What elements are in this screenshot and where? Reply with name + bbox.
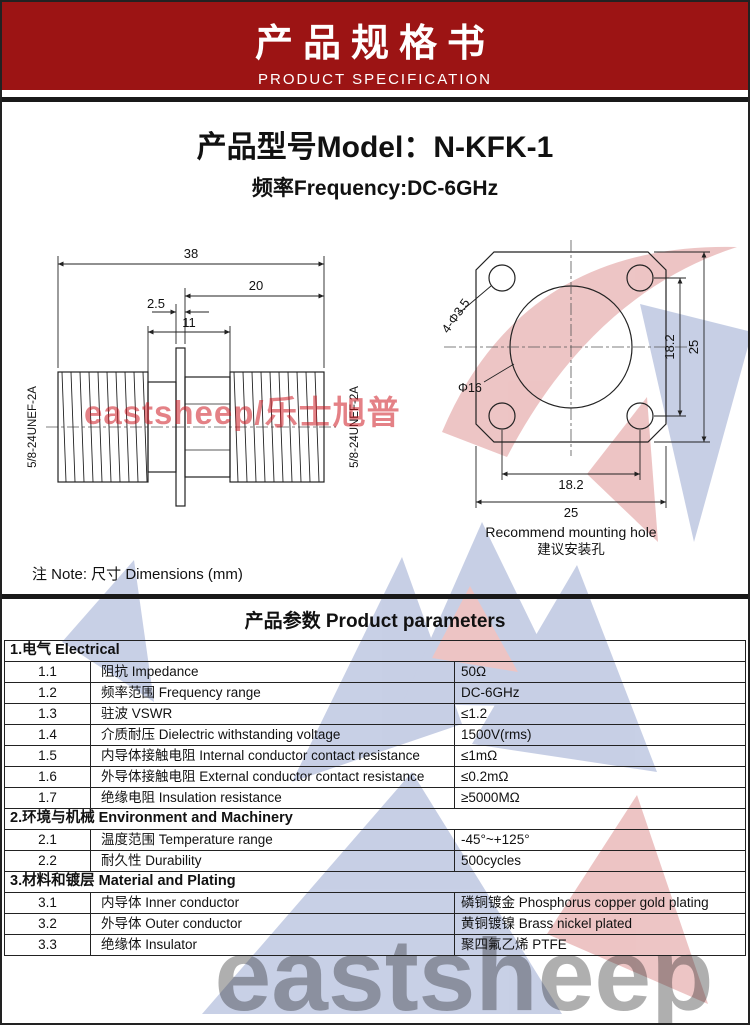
row-name: 驻波 VSWR — [90, 703, 455, 725]
row-value: -45°~+125° — [454, 829, 746, 851]
section-heading-cell: 3.材料和镀层 Material and Plating — [4, 871, 746, 893]
row-number: 3.3 — [4, 934, 91, 956]
row-number: 2.1 — [4, 829, 91, 851]
row-name: 频率范围 Frequency range — [90, 682, 455, 704]
parameters-divider — [2, 594, 748, 599]
dim-pitch-horizontal-label: 18.2 — [558, 477, 583, 492]
model-label: 产品型号Model： — [196, 131, 434, 164]
header-divider — [2, 97, 748, 102]
dim-2-5-label: 2.5 — [147, 296, 165, 311]
row-value: ≤1.2 — [454, 703, 746, 725]
mounting-flange-drawing: 4-Φ3.5 Φ16 18.2 25 18.2 25 Recommend mou… — [439, 240, 710, 557]
row-value: ≤0.2mΩ — [454, 766, 746, 788]
thread-spec-left-label: 5/8-24UNEF-2A — [27, 386, 39, 468]
section-heading-cell: 2.环境与机械 Environment and Machinery — [4, 808, 746, 830]
section-heading-cell: 1.电气 Electrical — [4, 640, 746, 662]
row-number: 1.2 — [4, 682, 91, 704]
connector-side-view-drawing: 38 20 2.5 11 5/8-24UNEF-2A 5/8-24UNEF-2A — [27, 246, 361, 507]
mounting-holes-callout: 4-Φ3.5 — [439, 296, 473, 336]
row-name: 外导体 Outer conductor — [90, 913, 455, 935]
mounting-caption-en: Recommend mounting hole — [485, 524, 656, 540]
row-value: 磷铜镀金 Phosphorus copper gold plating — [454, 892, 746, 914]
row-value: 1500V(rms) — [454, 724, 746, 746]
row-value: 黄铜镀镍 Brass nickel plated — [454, 913, 746, 935]
thread-spec-right-label: 5/8-24UNEF-2A — [349, 386, 361, 468]
row-name: 外导体接触电阻 External conductor contact resis… — [90, 766, 455, 788]
row-name: 温度范围 Temperature range — [90, 829, 455, 851]
row-number: 1.4 — [4, 724, 91, 746]
row-name: 内导体接触电阻 Internal conductor contact resis… — [90, 745, 455, 767]
page-title: 产品规格书 — [254, 23, 495, 65]
dim-20-label: 20 — [249, 278, 263, 293]
dim-size-horizontal-label: 25 — [564, 505, 578, 520]
row-value: ≥5000MΩ — [454, 787, 746, 809]
row-name: 介质耐压 Dielectric withstanding voltage — [90, 724, 455, 746]
flange-outline — [475, 251, 667, 443]
dim-11-label: 11 — [182, 315, 196, 330]
row-number: 3.2 — [4, 913, 91, 935]
page-subtitle: PRODUCT SPECIFICATION — [258, 71, 492, 88]
row-number: 1.5 — [4, 745, 91, 767]
row-number: 1.3 — [4, 703, 91, 725]
row-value: 500cycles — [454, 850, 746, 872]
row-name: 阻抗 Impedance — [90, 661, 455, 683]
row-value: 50Ω — [454, 661, 746, 683]
row-name: 绝缘体 Insulator — [90, 934, 455, 956]
row-number: 2.2 — [4, 850, 91, 872]
row-value: DC-6GHz — [454, 682, 746, 704]
frequency-value: DC-6GHz — [407, 177, 499, 200]
row-number: 3.1 — [4, 892, 91, 914]
row-number: 1.7 — [4, 787, 91, 809]
table-section-heading: 1.电气 Electrical — [4, 640, 746, 662]
row-value: 聚四氟乙烯 PTFE — [454, 934, 746, 956]
row-name: 耐久性 Durability — [90, 850, 455, 872]
model-line: 产品型号Model：N-KFK-1 — [2, 122, 748, 166]
header-banner: 产品规格书 PRODUCT SPECIFICATION — [2, 2, 748, 90]
dimensions-note: 注 Note: 尺寸 Dimensions (mm) — [32, 566, 243, 583]
mounting-caption-cn: 建议安装孔 — [537, 542, 605, 557]
row-name: 绝缘电阻 Insulation resistance — [90, 787, 455, 809]
frequency-line: 频率Frequency:DC-6GHz — [2, 172, 748, 202]
dim-38-label: 38 — [184, 246, 198, 261]
row-number: 1.1 — [4, 661, 91, 683]
dim-size-vertical-label: 25 — [686, 340, 701, 354]
table-section-heading: 2.环境与机械 Environment and Machinery — [4, 808, 746, 830]
dim-pitch-vertical-label: 18.2 — [662, 334, 677, 359]
table-section-heading: 3.材料和镀层 Material and Plating — [4, 871, 746, 893]
row-value: ≤1mΩ — [454, 745, 746, 767]
parameters-title: 产品参数 Product parameters — [244, 611, 506, 632]
frequency-label: 频率Frequency: — [251, 177, 408, 200]
model-value: N-KFK-1 — [433, 131, 554, 164]
center-hole-callout: Φ16 — [458, 381, 482, 395]
row-name: 内导体 Inner conductor — [90, 892, 455, 914]
row-number: 1.6 — [4, 766, 91, 788]
